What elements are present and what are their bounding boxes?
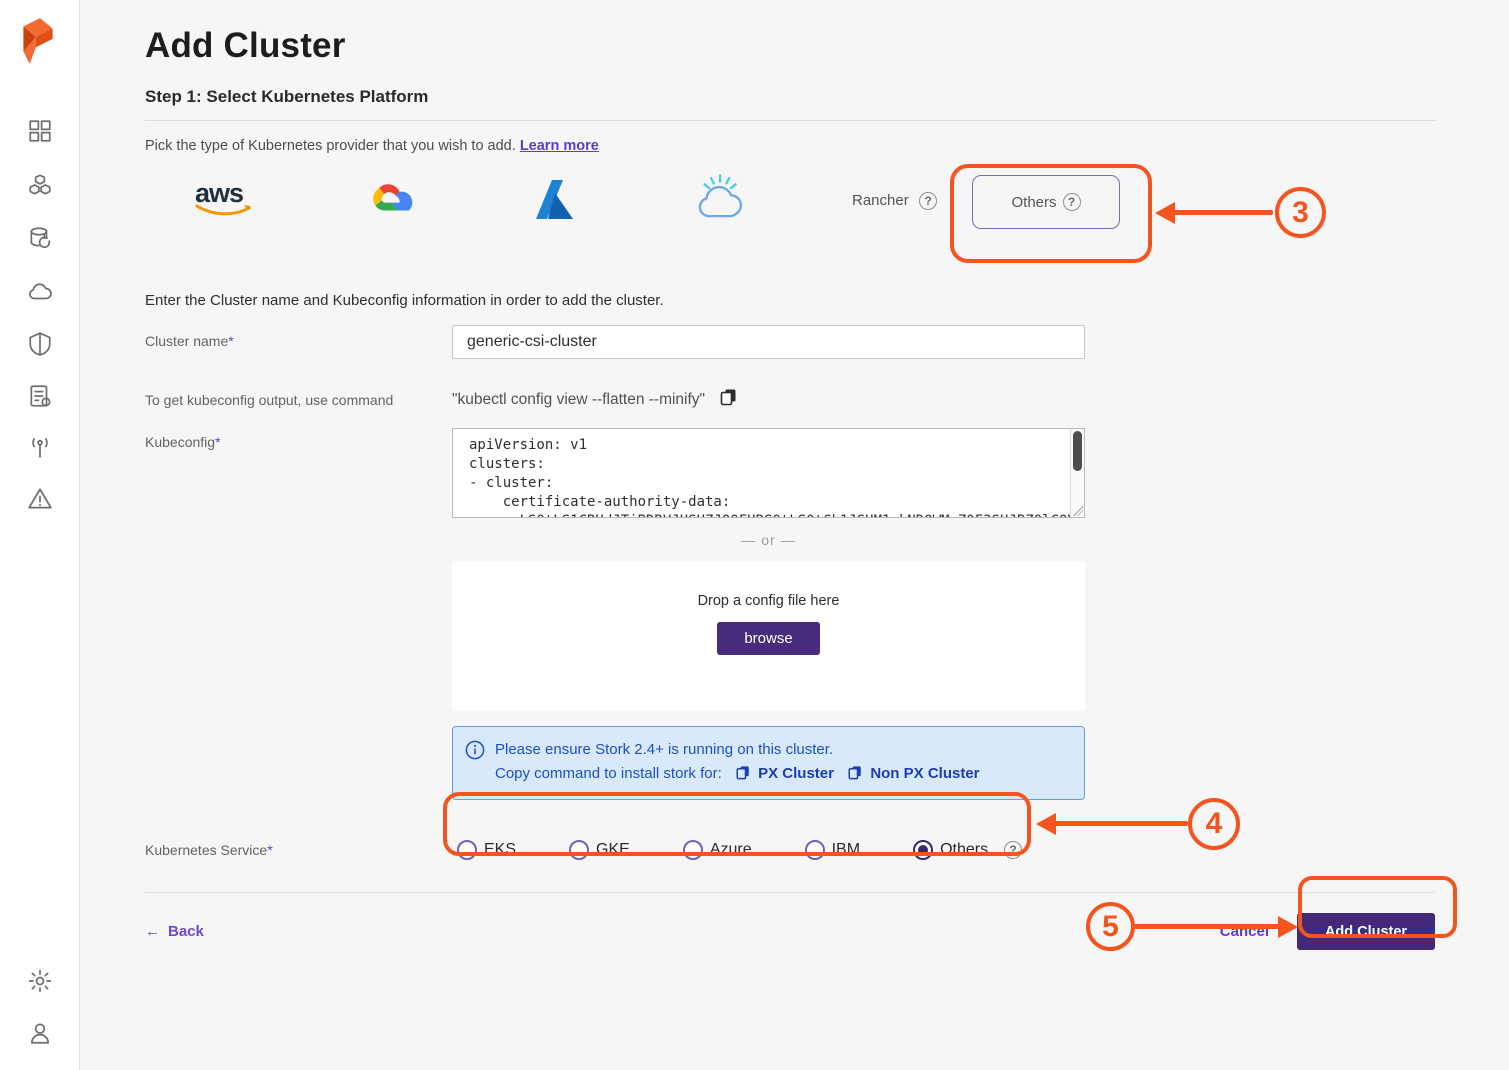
browse-button[interactable]: browse: [717, 622, 820, 655]
alert-line1: Please ensure Stork 2.4+ is running on t…: [495, 741, 834, 758]
provider-aws[interactable]: aws: [195, 178, 253, 223]
stork-info-alert: Please ensure Stork 2.4+ is running on t…: [452, 726, 1085, 800]
radio-gke[interactable]: GKE: [569, 840, 630, 860]
intro-text: Pick the type of Kubernetes provider tha…: [145, 138, 1435, 154]
alerts-warning-icon[interactable]: [27, 486, 53, 512]
rancher-help-icon[interactable]: ?: [919, 192, 938, 210]
kubeconfig-command-label: To get kubeconfig output, use command: [145, 391, 394, 408]
profile-user-icon[interactable]: [27, 1020, 53, 1046]
divider-bottom: [145, 892, 1435, 893]
radio-eks-circle[interactable]: [457, 840, 477, 860]
or-divider: — or —: [741, 532, 796, 548]
radio-azure-circle[interactable]: [682, 840, 703, 860]
sidebar: [0, 0, 80, 1070]
back-arrow-icon: ←: [145, 923, 160, 940]
config-drop-zone[interactable]: Drop a config file here browse: [452, 561, 1085, 711]
step-title: Step 1: Select Kubernetes Platform: [145, 87, 429, 106]
others-help-icon[interactable]: ?: [1062, 193, 1081, 211]
info-icon: [465, 740, 485, 788]
copy-non-px-cluster-icon[interactable]: [848, 766, 866, 784]
settings-gear-icon[interactable]: [27, 968, 53, 994]
portworx-logo[interactable]: [16, 16, 60, 71]
add-cluster-button[interactable]: Add Cluster: [1297, 913, 1435, 950]
security-shield-icon[interactable]: [27, 331, 53, 357]
kubeconfig-resize-handle[interactable]: [1073, 506, 1083, 516]
radio-others[interactable]: Others: [913, 840, 988, 860]
footer-actions: ←Back Cancel Add Cluster: [145, 913, 1435, 950]
provider-rancher[interactable]: Rancher ?: [852, 192, 938, 210]
reports-icon[interactable]: [27, 383, 53, 409]
non-px-cluster-link[interactable]: Non PX Cluster: [870, 765, 980, 782]
ibm-cloud-icon: [698, 174, 743, 218]
copy-px-cluster-icon[interactable]: [736, 766, 754, 784]
dashboard-icon[interactable]: [27, 118, 53, 144]
azure-icon: [536, 180, 573, 219]
radio-others-circle[interactable]: [913, 840, 934, 860]
service-others-help-icon[interactable]: ?: [1004, 841, 1023, 859]
learn-more-link[interactable]: Learn more: [519, 138, 599, 154]
divider: [145, 120, 1435, 121]
kubernetes-service-radio-group: EKS GKE Azure IBM Others ?: [452, 840, 1023, 860]
cloud-icon[interactable]: [27, 279, 53, 305]
px-cluster-link[interactable]: PX Cluster: [758, 765, 834, 782]
radio-eks[interactable]: EKS: [457, 840, 516, 860]
main-content: Add Cluster Step 1: Select Kubernetes Pl…: [81, 0, 1509, 1070]
radio-gke-circle[interactable]: [569, 840, 590, 860]
radio-ibm[interactable]: IBM: [804, 840, 860, 860]
others-label: Others: [1011, 193, 1057, 211]
radio-ibm-circle[interactable]: [804, 840, 825, 860]
kubeconfig-label: Kubeconfig*: [145, 434, 221, 450]
copy-command-icon[interactable]: [720, 388, 737, 411]
page-title: Add Cluster: [145, 26, 346, 65]
kubeconfig-command-row: To get kubeconfig output, use command "k…: [145, 388, 1435, 411]
broadcast-antenna-icon[interactable]: [27, 434, 53, 460]
kubeconfig-scrollbar[interactable]: [1070, 429, 1084, 517]
kubernetes-service-row: Kubernetes Service* EKS GKE Azure IBM Ot…: [145, 840, 1435, 860]
applications-cubes-icon[interactable]: [27, 172, 53, 198]
rancher-label: Rancher: [852, 192, 909, 210]
cluster-name-input[interactable]: [452, 325, 1085, 359]
provider-others[interactable]: Others ?: [972, 175, 1120, 229]
provider-row: aws: [145, 154, 1435, 266]
backup-database-icon[interactable]: [27, 225, 53, 251]
kubernetes-service-label: Kubernetes Service*: [145, 842, 273, 858]
provider-ibm-cloud[interactable]: [692, 170, 750, 231]
drop-zone-text: Drop a config file here: [697, 593, 840, 609]
form-intro: Enter the Cluster name and Kubeconfig in…: [145, 292, 664, 309]
cluster-name-label: Cluster name*: [145, 333, 234, 349]
kubeconfig-row: Kubeconfig* apiVersion: v1 clusters: - c…: [145, 428, 1435, 518]
kubeconfig-scroll-thumb[interactable]: [1073, 431, 1082, 471]
aws-logo: aws: [195, 178, 244, 208]
kubectl-command: "kubectl config view --flatten --minify": [452, 390, 706, 408]
intro-sentence: Pick the type of Kubernetes provider tha…: [145, 138, 516, 154]
back-link[interactable]: ←Back: [145, 923, 204, 940]
radio-azure[interactable]: Azure: [682, 840, 752, 860]
aws-smile-icon: [195, 204, 251, 216]
google-cloud-icon: [373, 184, 413, 211]
cluster-name-row: Cluster name*: [145, 325, 1435, 359]
alert-line2: Copy command to install stork for: PX Cl…: [495, 765, 980, 784]
kubeconfig-textarea[interactable]: apiVersion: v1 clusters: - cluster: cert…: [452, 428, 1085, 518]
provider-gcp[interactable]: [363, 174, 419, 227]
provider-azure[interactable]: [528, 178, 580, 227]
cancel-button[interactable]: Cancel: [1219, 923, 1269, 940]
